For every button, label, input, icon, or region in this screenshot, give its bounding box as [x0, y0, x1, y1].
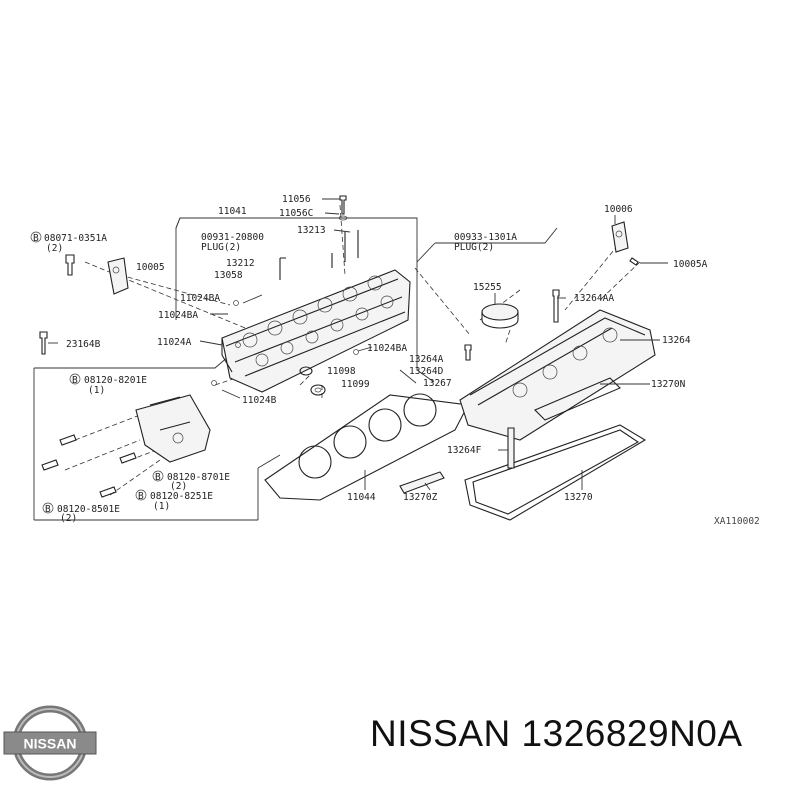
engine-hanger [107, 257, 129, 295]
label-15255: 15255 [473, 282, 502, 293]
label-11024ba-3: 11024BA [367, 343, 407, 354]
label-13267: 13267 [423, 378, 452, 389]
label-13264: 13264 [662, 335, 691, 346]
water-outlet-bracket [135, 394, 211, 463]
dashed-leaders [64, 204, 641, 496]
label-08120-8701e: 08120-8701E [167, 472, 230, 483]
label-08120-8501e-qty: (2) [60, 513, 77, 524]
label-leaders [48, 198, 668, 491]
label-10006: 10006 [604, 204, 633, 215]
label-11024b: 11024B [242, 395, 277, 406]
label-10005: 10005 [136, 262, 165, 273]
frame-lines [33, 217, 558, 521]
label-11024a: 11024A [157, 337, 192, 348]
label-13270z: 13270Z [403, 492, 438, 503]
bolt-mark-8701e: B [155, 472, 161, 483]
label-11024ba-1: 11024BA [180, 293, 220, 304]
label-08071-qty: (2) [46, 243, 63, 254]
label-08120-8701e-qty: (2) [170, 481, 187, 492]
diagram-code: XA110002 [714, 516, 760, 527]
logo-text: NISSAN [24, 736, 77, 752]
label-23164b: 23164B [66, 339, 101, 350]
label-08120-8251e: 08120-8251E [150, 491, 213, 502]
label-00933: 00933-1301A [454, 232, 517, 243]
label-13264a: 13264A [409, 354, 444, 365]
label-13213: 13213 [297, 225, 326, 236]
label-08120-8201e: 08120-8201E [84, 375, 147, 386]
nissan-logo: NISSAN [3, 705, 97, 781]
label-08120-8201e-qty: (1) [88, 385, 105, 396]
bolt-mark-8251e: B [138, 491, 144, 502]
label-11098: 11098 [327, 366, 356, 377]
bolt-mark-8501e: B [45, 504, 51, 515]
label-08120-8501e: 08120-8501E [57, 504, 120, 515]
seal-parts [299, 366, 326, 396]
label-13270: 13270 [564, 492, 593, 503]
plug-tube [507, 427, 515, 469]
label-00933-plug: PLUG(2) [454, 242, 494, 253]
label-13264aa: 13264AA [574, 293, 614, 304]
label-08120-8251e-qty: (1) [153, 501, 170, 512]
label-13058: 13058 [214, 270, 243, 281]
bolts [39, 195, 639, 498]
label-11024ba-2: 11024BA [158, 310, 198, 321]
label-13264f: 13264F [447, 445, 482, 456]
bolt-mark-8201e: B [72, 375, 78, 386]
gasket-strip [399, 471, 445, 494]
label-13264d: 13264D [409, 366, 444, 377]
rear-hanger [611, 221, 629, 253]
label-11056: 11056 [282, 194, 311, 205]
label-11041: 11041 [218, 206, 247, 217]
cylinder-head [221, 230, 411, 393]
label-08071: 08071-0351A [44, 233, 107, 244]
label-00931: 00931-20800 [201, 232, 264, 243]
label-13212: 13212 [226, 258, 255, 269]
rocker-cover [459, 309, 656, 441]
oil-filler-cap [481, 303, 519, 329]
part-number-title: NISSAN 1326829N0A [370, 713, 743, 754]
part-labels: 11056 11056C 11041 13213 00931-20800 PLU… [30, 194, 760, 527]
bolt-mark-08071: B [33, 233, 39, 244]
label-00931-plug: PLUG(2) [201, 242, 241, 253]
label-11099: 11099 [341, 379, 370, 390]
label-10005a: 10005A [673, 259, 708, 270]
label-13270n: 13270N [651, 379, 686, 390]
head-gasket [264, 393, 469, 501]
rocker-gasket [464, 377, 647, 521]
label-11044: 11044 [347, 492, 376, 503]
label-11056c: 11056C [279, 208, 313, 219]
